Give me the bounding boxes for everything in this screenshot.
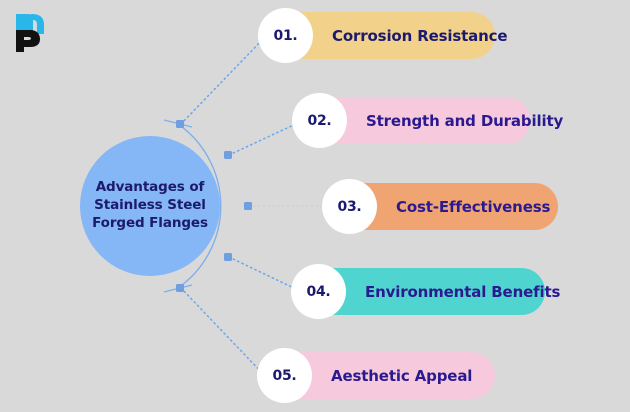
connector-line-1 (180, 35, 267, 125)
item-label-4: Environmental Benefits (365, 282, 561, 301)
arc-node-5 (176, 284, 184, 292)
arc-node-3 (244, 202, 252, 210)
item-pill-3[interactable]: 03. Cost-Effectiveness (322, 179, 558, 234)
item-label-5: Aesthetic Appeal (331, 366, 473, 385)
item-number-circle-2: 02. (292, 93, 347, 148)
arc-node-4 (224, 253, 232, 261)
connector-line-5 (180, 287, 267, 378)
item-pill-4[interactable]: 04. Environmental Benefits (291, 264, 560, 319)
hub-circle: Advantages of Stainless Steel Forged Fla… (80, 136, 220, 276)
item-number-circle-5: 05. (257, 348, 312, 403)
connector-line-4 (228, 256, 301, 292)
item-label-1: Corrosion Resistance (332, 26, 508, 45)
arc-node-1 (176, 120, 184, 128)
item-number-2: 02. (307, 112, 332, 129)
item-number-3: 03. (337, 198, 362, 215)
item-pill-5[interactable]: 05. Aesthetic Appeal (257, 348, 495, 403)
item-number-4: 04. (306, 283, 331, 300)
connector-line-2 (228, 121, 301, 156)
item-pill-2[interactable]: 02. Strength and Durability (292, 93, 563, 148)
arc-node-2 (224, 151, 232, 159)
item-number-circle-4: 04. (291, 264, 346, 319)
item-number-circle-3: 03. (322, 179, 377, 234)
item-number-1: 01. (273, 27, 298, 44)
hub-arc (177, 123, 222, 289)
hub-title: Advantages of Stainless Steel Forged Fla… (92, 179, 208, 231)
item-label-3: Cost-Effectiveness (396, 197, 551, 216)
brand-logo-icon (16, 14, 44, 52)
brand-logo (10, 8, 58, 56)
item-number-circle-1: 01. (258, 8, 313, 63)
item-pill-1[interactable]: 01. Corrosion Resistance (258, 8, 508, 63)
item-number-5: 05. (272, 367, 297, 384)
item-label-2: Strength and Durability (366, 111, 564, 130)
